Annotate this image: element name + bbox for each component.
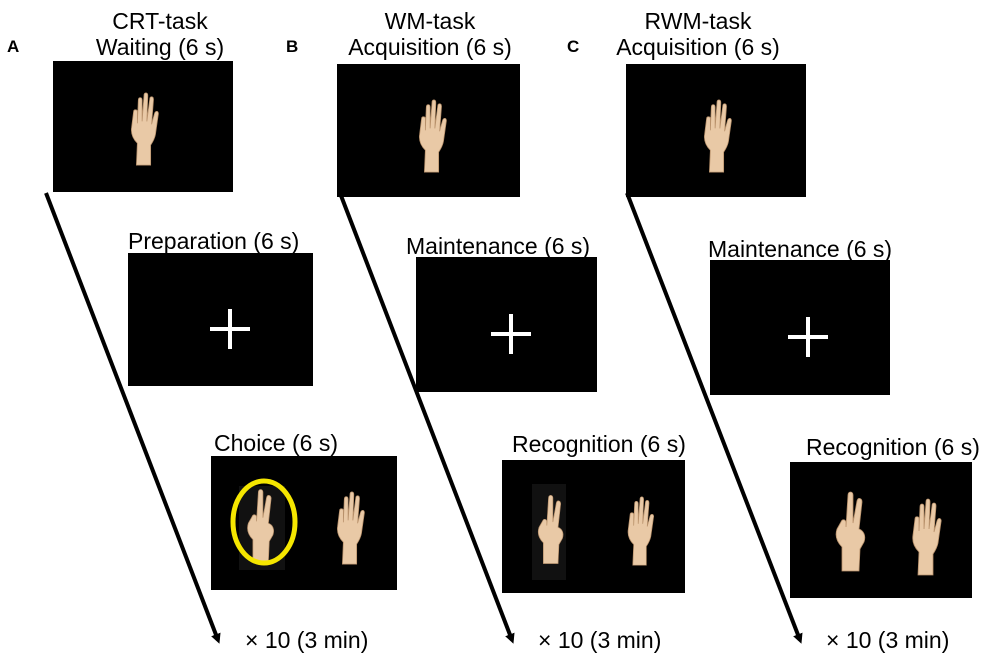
panel-letter-c: C: [567, 37, 580, 56]
phase3-label-crt: Choice (6 s): [214, 430, 338, 456]
acquisition-screen-rwm: [626, 64, 806, 197]
phase3-label-wm: Recognition (6 s): [512, 431, 686, 457]
phase1-label-rwm: Acquisition (6 s): [616, 34, 780, 60]
repeat-label-rwm: × 10 (3 min): [826, 627, 950, 653]
open-hand-icon: [413, 96, 451, 176]
open-hand-icon: [125, 89, 163, 169]
preparation-screen: [128, 253, 313, 386]
waiting-screen: [53, 61, 233, 192]
acquisition-screen-wm: [337, 64, 520, 197]
panel-letter-b: B: [286, 37, 299, 56]
fixation-cross-icon: [491, 314, 531, 354]
phase2-label-crt: Preparation (6 s): [128, 228, 300, 254]
recognition-screen-wm: [502, 460, 685, 593]
selection-circle-icon: [230, 478, 298, 566]
two-finger-hand-icon: [533, 488, 571, 570]
repeat-label-wm: × 10 (3 min): [538, 627, 662, 653]
maintenance-screen-rwm: [710, 260, 890, 395]
task-title-rwm: RWM-task: [644, 8, 752, 34]
open-hand-icon: [622, 492, 658, 570]
maintenance-screen-wm: [416, 257, 597, 392]
open-hand-icon: [331, 488, 369, 568]
task-title-wm: WM-task: [384, 8, 476, 34]
panel-letter-a: A: [7, 37, 20, 56]
fixation-cross-icon: [210, 309, 250, 349]
phase2-label-rwm: Maintenance (6 s): [708, 236, 893, 262]
two-finger-hand-icon: [830, 486, 874, 576]
fixation-cross-icon: [788, 317, 828, 357]
task-title-crt: CRT-task: [112, 8, 208, 34]
phase3-label-rwm: Recognition (6 s): [806, 434, 980, 460]
recognition-screen-rwm: [790, 462, 972, 598]
repeat-label-crt: × 10 (3 min): [245, 627, 369, 653]
phase1-label-crt: Waiting (6 s): [95, 34, 225, 60]
phase1-label-wm: Acquisition (6 s): [348, 34, 512, 60]
open-hand-icon: [698, 96, 736, 176]
choice-screen: [211, 456, 397, 590]
phase2-label-wm: Maintenance (6 s): [406, 233, 591, 259]
open-hand-icon: [906, 496, 946, 578]
